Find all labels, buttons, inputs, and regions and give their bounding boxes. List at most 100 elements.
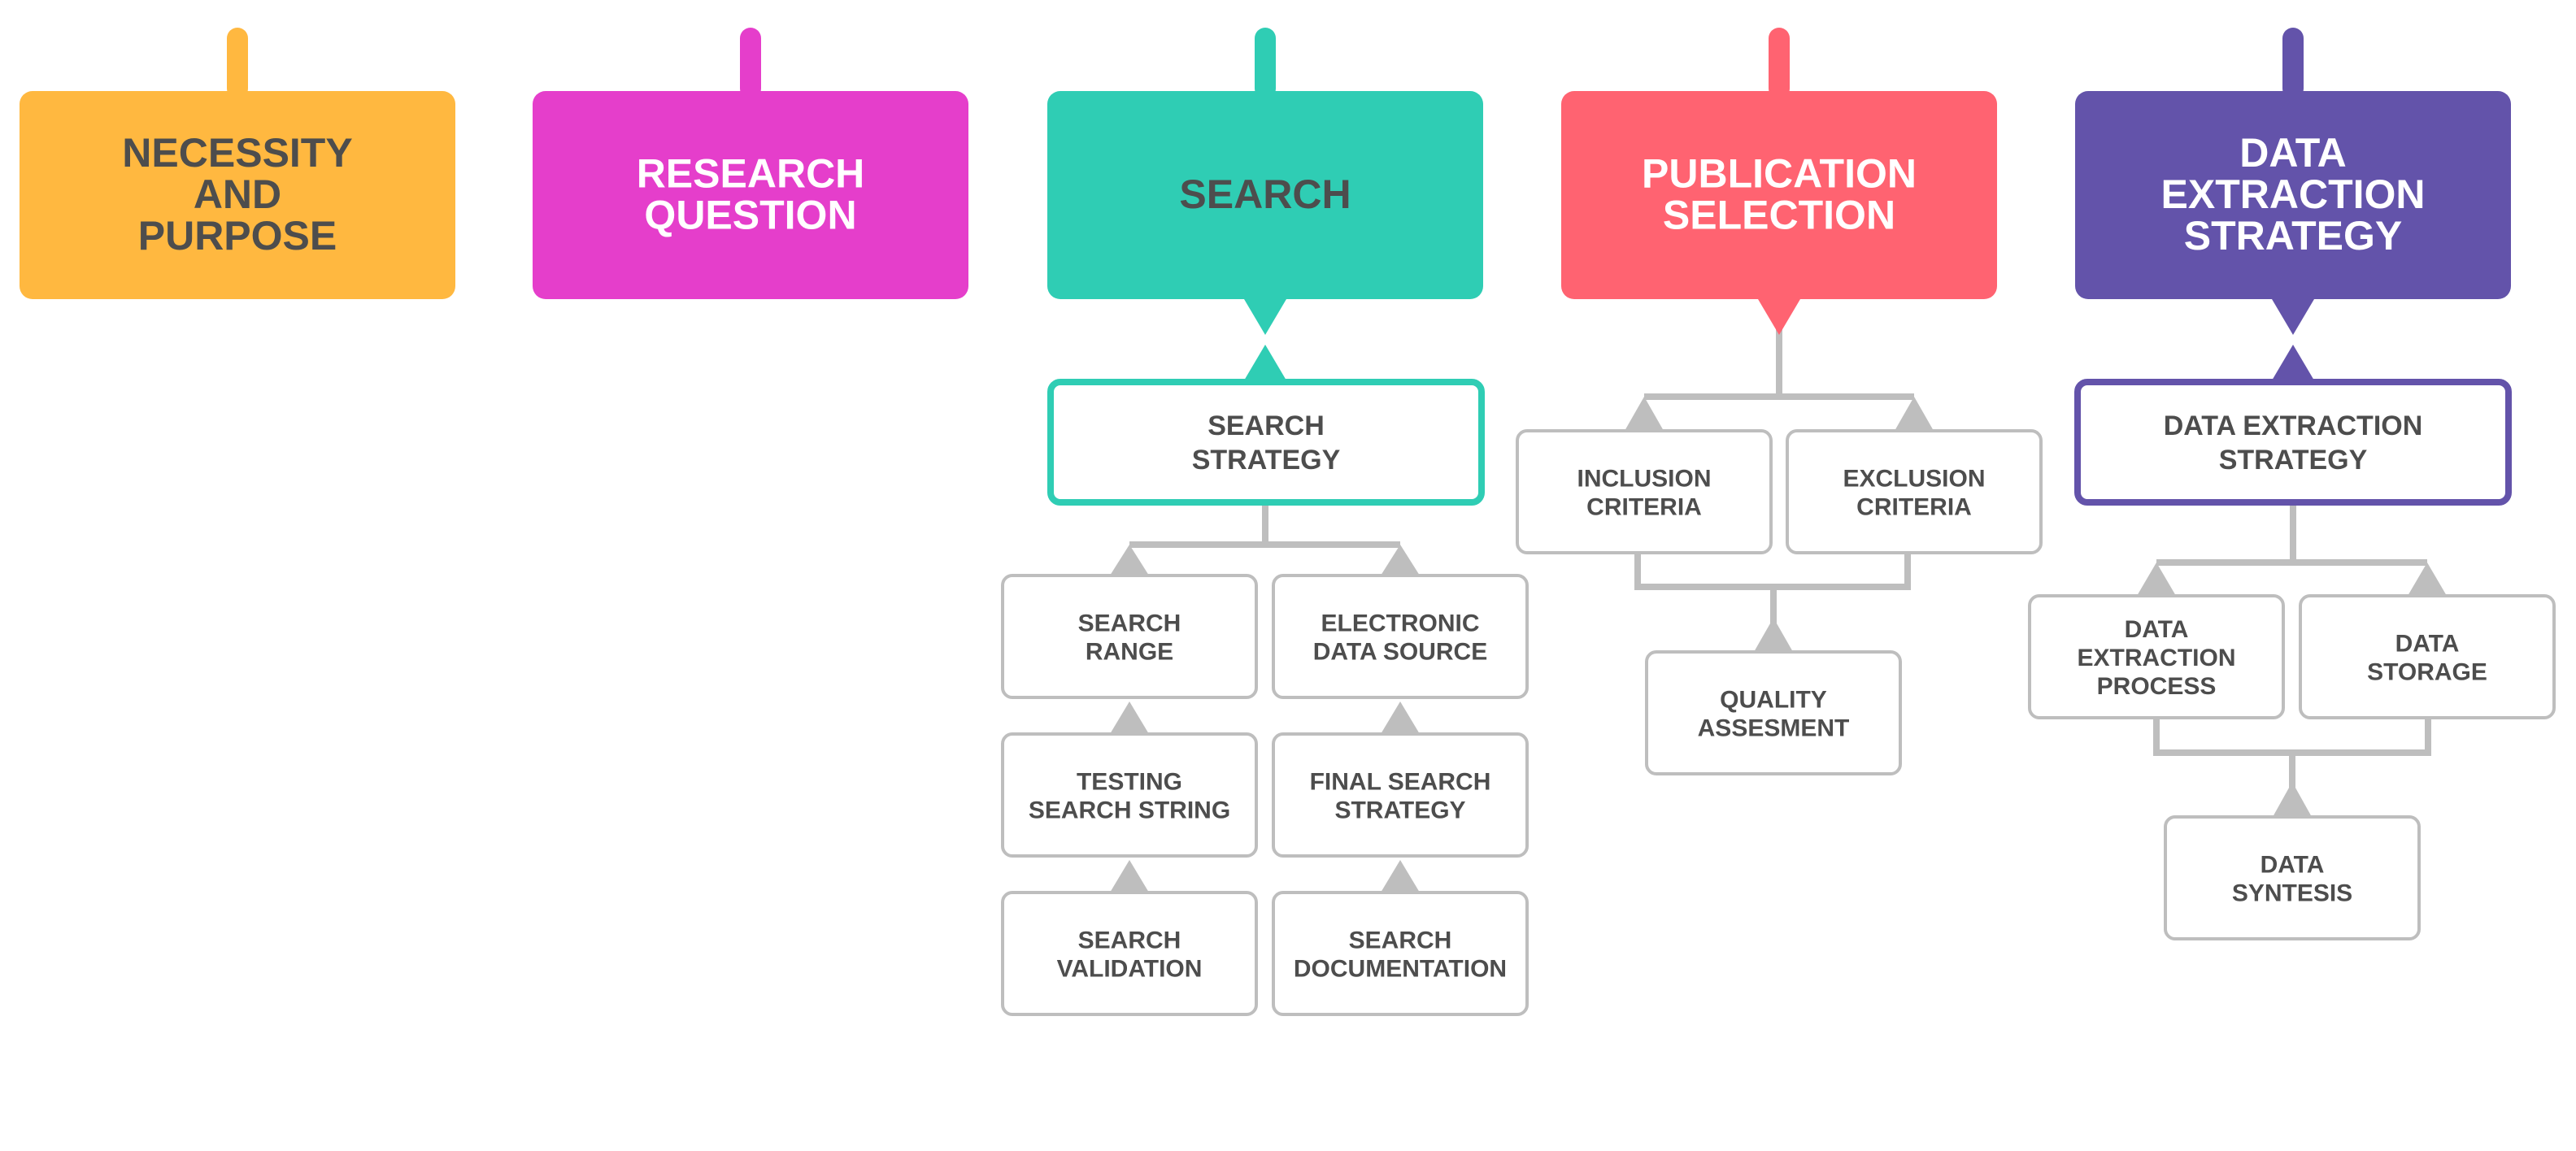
search-phase-title-line: SEARCH	[1179, 172, 1351, 217]
electronic-data-source-arrow	[1381, 545, 1420, 576]
research-question-pin	[740, 28, 761, 99]
data-extraction-process-box-frame	[2028, 594, 2285, 719]
testing-search-string-box-arrow	[1110, 701, 1149, 734]
search-documentation-box-label-line: SEARCH	[1349, 927, 1452, 953]
publication-selection-pin	[1769, 28, 1790, 99]
quality-assesment-box-label-line: QUALITY	[1720, 686, 1827, 713]
exclusion-criteria-box-frame	[1786, 429, 2043, 554]
exclusion-criteria-box-label-line: CRITERIA	[1856, 493, 1972, 520]
search-strategy-box: SEARCH STRATEGY	[1047, 379, 1485, 506]
data-extraction-strategy-box-frame	[2074, 379, 2512, 506]
testing-search-string-box-label-line: SEARCH STRING	[1029, 797, 1230, 823]
quality-arrow	[1754, 618, 1793, 652]
search-pin	[1255, 28, 1276, 99]
search-range-box-label-line: SEARCH	[1078, 610, 1181, 636]
quality-assesment-box-frame	[1645, 650, 1902, 775]
search-strategy-box-label-line: SEARCH	[1208, 410, 1325, 441]
necessity-phase-title-line: NECESSITY	[122, 130, 352, 176]
data-syntesis-box-label-line: DATA	[2261, 851, 2325, 878]
extraction-pointer-up	[2272, 345, 2314, 380]
search-pointer-up	[1244, 345, 1286, 380]
connectors	[1129, 325, 2431, 788]
data-extraction-strategy-phase-title-line: STRATEGY	[2184, 213, 2403, 258]
exclusion-criteria-box-label-line: EXCLUSION	[1843, 465, 1985, 492]
data-syntesis-box-label-line: SYNTESIS	[2232, 880, 2352, 906]
search-phase: SEARCH	[1047, 91, 1483, 299]
criteria-join	[1634, 553, 1911, 590]
research-question-phase-title-line: RESEARCH	[637, 151, 865, 197]
search-range-arrow	[1110, 545, 1149, 576]
research-question-phase-box	[533, 91, 968, 299]
data-storage-box-label-line: DATA	[2395, 630, 2460, 657]
research-question-phase-title-line: QUESTION	[644, 193, 856, 238]
search-documentation-box-label-line: DOCUMENTATION	[1294, 955, 1507, 982]
publication-selection-phase-box	[1561, 91, 1997, 299]
data-extraction-process-box-label-line: EXTRACTION	[2078, 645, 2236, 671]
data-extraction-strategy-phase-title-line: EXTRACTION	[2161, 172, 2426, 217]
quality-assesment-box-label-line: ASSESMENT	[1698, 714, 1850, 741]
inclusion-criteria-box-label-line: CRITERIA	[1586, 493, 1702, 520]
extraction-process-arrow	[2137, 562, 2176, 596]
data-extraction-strategy-box: DATA EXTRACTION STRATEGY	[2074, 379, 2512, 506]
data-syntesis-box-frame	[2164, 815, 2421, 940]
data-extraction-strategy-pin	[2282, 28, 2304, 99]
search-phase-box	[1047, 91, 1483, 299]
search-documentation-box-arrow	[1381, 860, 1420, 893]
necessity-phase-title-line: AND	[194, 172, 281, 217]
publication-pointer-down	[1758, 299, 1800, 335]
data-storage-box-label-line: STORAGE	[2367, 658, 2487, 685]
publication-selection-phase-title-line: PUBLICATION	[1642, 151, 1917, 197]
inclusion-criteria-box-frame	[1516, 429, 1773, 554]
search-strategy-box-label-line: STRATEGY	[1192, 445, 1341, 476]
final-search-strategy-box-arrow	[1381, 701, 1420, 734]
exclusion-arrow	[1895, 397, 1934, 431]
timeline	[17, 20, 2514, 107]
necessity-pin	[227, 28, 248, 99]
search-pointer-down	[1244, 299, 1286, 335]
search-range-box-frame	[1001, 574, 1258, 699]
search-validation-box-label-line: SEARCH	[1078, 927, 1181, 953]
search-validation-box-label-line: VALIDATION	[1057, 955, 1203, 982]
electronic-data-source-box-label-line: DATA SOURCE	[1313, 638, 1487, 665]
extraction-pointer-down	[2272, 299, 2314, 335]
extraction-join	[2153, 718, 2431, 756]
data-extraction-process-box-label-line: DATA	[2125, 616, 2189, 643]
data-storage-arrow	[2408, 562, 2447, 596]
inclusion-criteria-box-label-line: INCLUSION	[1577, 465, 1712, 492]
data-extraction-strategy-box-label-line: DATA EXTRACTION	[2164, 410, 2423, 441]
testing-search-string-box-label-line: TESTING	[1077, 768, 1182, 795]
search-validation-box-arrow	[1110, 860, 1149, 893]
necessity-phase-box	[20, 91, 455, 299]
data-extraction-strategy-phase-title-line: DATA	[2239, 130, 2346, 176]
data-extraction-strategy-box-label-line: STRATEGY	[2219, 445, 2368, 476]
